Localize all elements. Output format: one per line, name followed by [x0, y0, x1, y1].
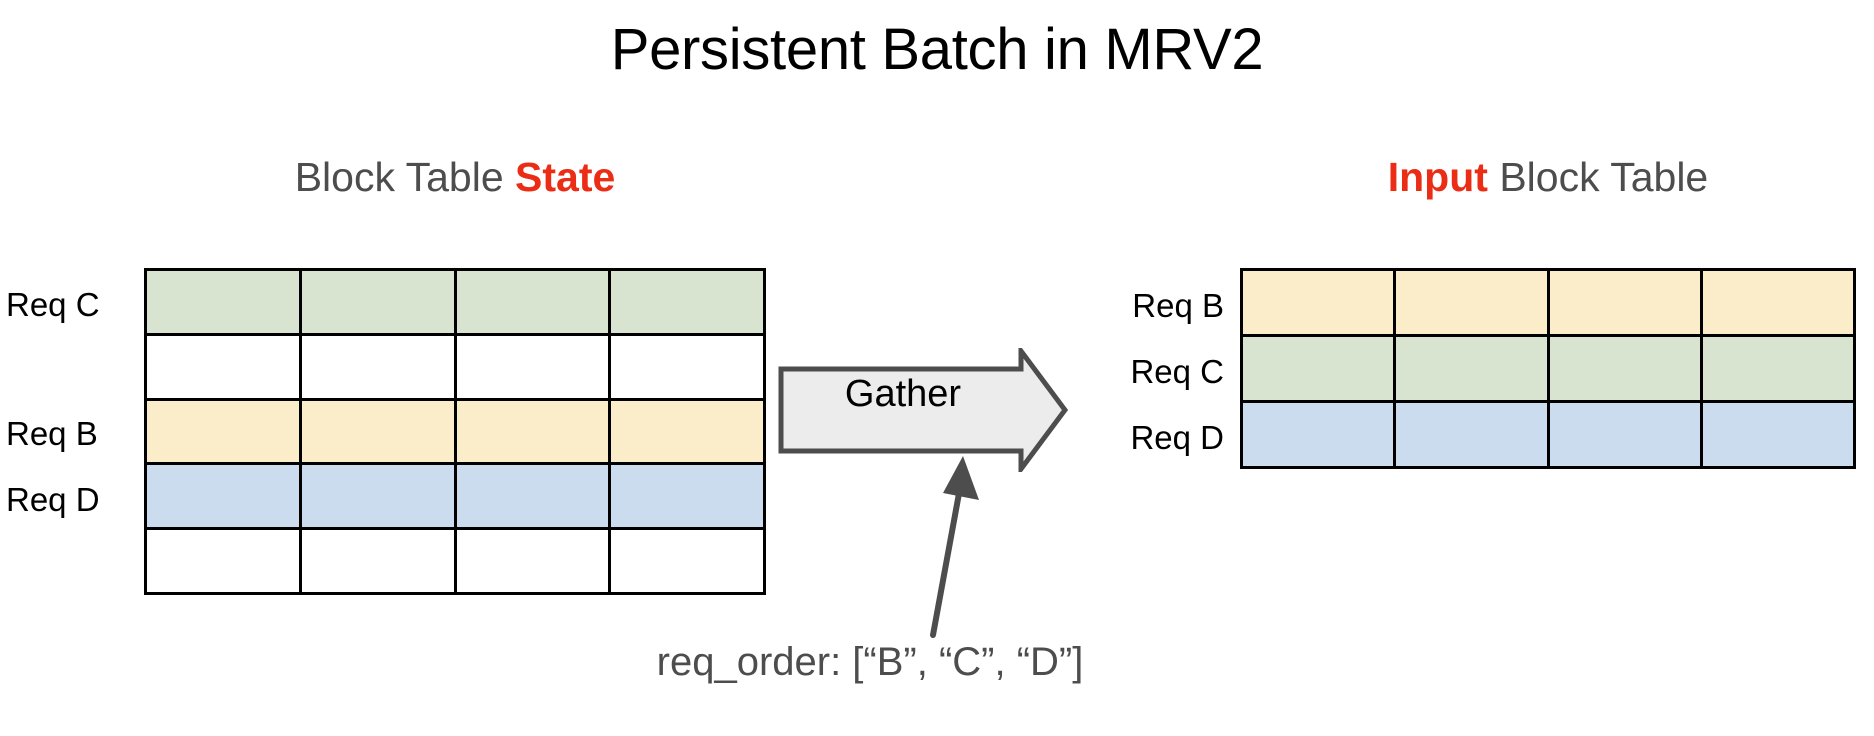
input-cell-r2c1 — [1396, 403, 1547, 466]
row-label-input-1: Req C — [1130, 353, 1224, 390]
input-cell-r1c1 — [1396, 337, 1547, 400]
input-cell-r2c0 — [1243, 403, 1394, 466]
state-cell-r3c0 — [147, 465, 299, 528]
input-cell-r1c0 — [1243, 337, 1394, 400]
gather-arrow-icon — [778, 348, 1068, 472]
state-cell-r3c1 — [301, 465, 454, 528]
row-label-state-0: Req C — [6, 286, 100, 323]
gather-label: Gather — [844, 373, 962, 415]
left-heading-accent: State — [515, 154, 616, 200]
input-cell-r0c1 — [1396, 271, 1547, 334]
input-cell-r2c2 — [1549, 403, 1700, 466]
row-label-state-3: Req D — [6, 481, 100, 518]
input-cell-r0c3 — [1702, 271, 1853, 334]
state-cell-r1c1 — [301, 335, 454, 398]
left-panel-heading: Block Table State — [144, 152, 766, 202]
state-cell-r3c2 — [456, 465, 609, 528]
state-cell-r2c3 — [611, 400, 763, 463]
block-table-input — [1240, 268, 1856, 469]
state-cell-r0c1 — [301, 271, 454, 333]
state-cell-r1c0 — [147, 335, 299, 398]
req-order-pointer-arrow-icon — [905, 452, 995, 638]
left-heading-prefix: Block Table — [294, 154, 516, 200]
state-cell-r4c2 — [456, 530, 609, 592]
state-cell-r2c0 — [147, 400, 299, 463]
state-cell-r2c2 — [456, 400, 609, 463]
input-cell-r2c3 — [1702, 403, 1853, 466]
state-cell-r4c3 — [611, 530, 763, 592]
right-panel-heading: Input Block Table — [1240, 152, 1856, 202]
state-cell-r0c2 — [456, 271, 609, 333]
req-order-caption: req_order: [“B”, “C”, “D”] — [656, 640, 1084, 684]
input-cell-r1c2 — [1549, 337, 1700, 400]
right-heading-accent: Input — [1387, 154, 1488, 200]
state-cell-r2c1 — [301, 400, 454, 463]
block-table-state — [144, 268, 766, 595]
row-label-input-0: Req B — [1132, 287, 1224, 324]
state-cell-r4c0 — [147, 530, 299, 592]
input-cell-r0c2 — [1549, 271, 1700, 334]
state-cell-r1c2 — [456, 335, 609, 398]
right-heading-suffix: Block Table — [1487, 154, 1709, 200]
row-label-input-2: Req D — [1130, 419, 1224, 456]
state-cell-r0c3 — [611, 271, 763, 333]
input-cell-r0c0 — [1243, 271, 1394, 334]
state-cell-r0c0 — [147, 271, 299, 333]
row-label-state-2: Req B — [6, 415, 98, 452]
state-cell-r1c3 — [611, 335, 763, 398]
page-title: Persistent Batch in MRV2 — [610, 17, 1264, 82]
input-cell-r1c3 — [1702, 337, 1853, 400]
state-cell-r4c1 — [301, 530, 454, 592]
state-cell-r3c3 — [611, 465, 763, 528]
